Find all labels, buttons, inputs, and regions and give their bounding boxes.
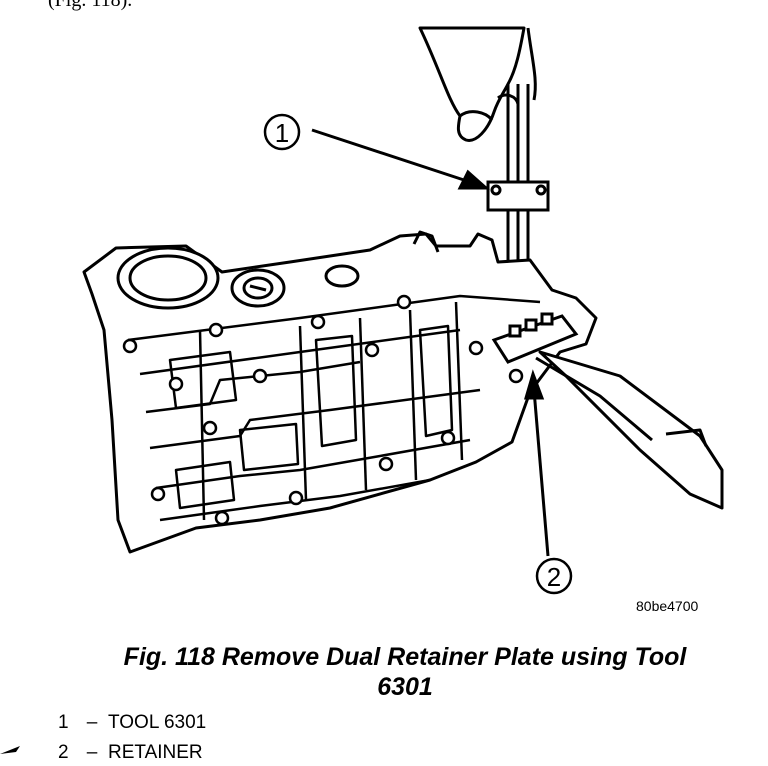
callout-2: 2 <box>535 557 573 595</box>
figure-caption: Fig. 118 Remove Dual Retainer Plate usin… <box>60 642 750 702</box>
tool-6301-drawing <box>486 84 550 276</box>
legend-number: 2 <box>58 742 69 763</box>
pliers-drawing <box>535 350 724 510</box>
caption-line-1: Fig. 118 Remove Dual Retainer Plate usin… <box>123 643 687 671</box>
callout-arrows <box>311 128 550 557</box>
legend-item: 1–TOOL 6301 <box>58 708 206 738</box>
valve-body-bolt-holes <box>122 294 524 526</box>
legend-item: 2–RETAINER <box>58 738 206 766</box>
legend-dash: – <box>86 712 98 733</box>
hand-drawing <box>418 26 537 142</box>
figure-code: 80be4700 <box>636 598 699 614</box>
callout-2-number: 2 <box>547 562 561 592</box>
retainer-plate-drawing <box>491 312 579 364</box>
legend-label: TOOL 6301 <box>108 712 207 733</box>
caption-line-2: 6301 <box>377 673 433 701</box>
figure-legend: 1–TOOL 6301 2–RETAINER <box>58 708 206 766</box>
legend-dash: – <box>86 742 98 763</box>
legend-label: RETAINER <box>108 742 203 763</box>
previous-text-fragment: (Fig. 118). <box>48 0 133 11</box>
legend-number: 1 <box>58 712 69 733</box>
valve-body-drawing <box>82 230 598 554</box>
callout-1-number: 1 <box>275 118 289 148</box>
valve-body-channels <box>127 294 541 522</box>
margin-mark-icon <box>0 746 20 754</box>
valve-body-illustration: 1 2 <box>82 26 724 595</box>
callout-1: 1 <box>263 113 301 151</box>
